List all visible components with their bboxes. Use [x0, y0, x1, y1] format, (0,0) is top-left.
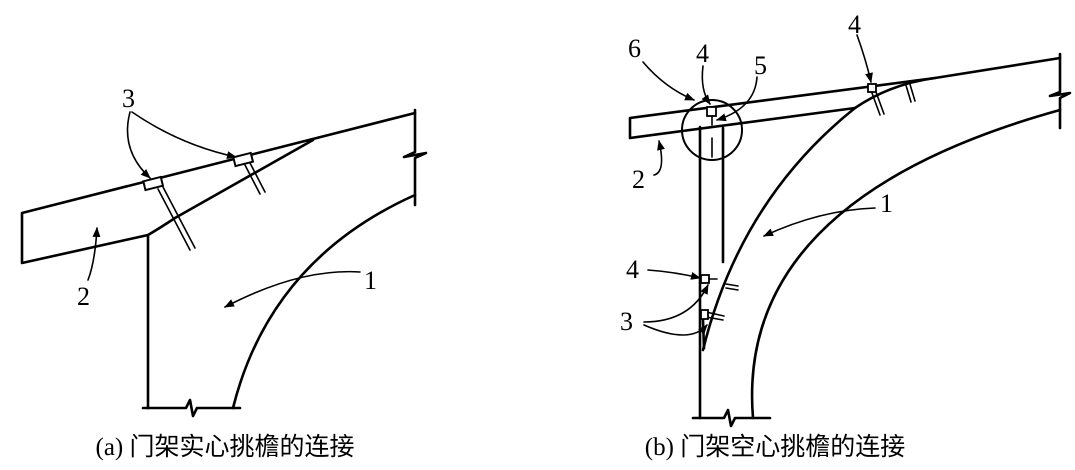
bolt-left	[142, 175, 196, 251]
label-6: 6	[628, 34, 641, 63]
leader-1	[763, 207, 876, 237]
column-base-break	[691, 408, 772, 428]
leader-3a	[643, 284, 709, 323]
leader-4b	[856, 34, 873, 83]
leader-2	[87, 227, 101, 281]
column-base-break	[141, 398, 242, 418]
bolt-right	[232, 151, 266, 195]
label-4-top-left: 4	[696, 39, 709, 68]
label-1: 1	[880, 189, 893, 218]
leader-3b	[131, 111, 237, 160]
label-2: 2	[632, 165, 645, 194]
leader-6	[642, 61, 695, 101]
arch-outer-curve	[701, 56, 1062, 352]
label-4-top-right: 4	[848, 10, 861, 39]
rafter-end-break	[1048, 52, 1072, 130]
label-4-column: 4	[626, 255, 639, 284]
panel-a-drawing	[20, 108, 428, 418]
overhang-hollow	[628, 76, 937, 140]
arch-inner-curve	[750, 108, 1062, 420]
detail-circle	[681, 99, 743, 161]
leader-4a	[701, 65, 711, 105]
plate-top-left	[706, 106, 717, 117]
leader-5	[716, 76, 758, 122]
leader-4c	[647, 269, 701, 280]
leader-2	[653, 140, 665, 176]
haunch-inner-curve	[231, 193, 417, 410]
bolt-top-right	[867, 80, 916, 116]
label-3: 3	[122, 84, 135, 113]
panel-b-drawing	[628, 34, 1072, 428]
rafter-end-break	[402, 108, 428, 207]
caption-b: (b) 门架空心挑檐的连接	[645, 433, 905, 461]
leader-3a	[126, 111, 151, 179]
label-2: 2	[77, 282, 90, 311]
overhang-solid	[20, 111, 417, 265]
leader-3b	[643, 324, 708, 336]
label-5: 5	[754, 51, 767, 80]
label-3: 3	[620, 307, 633, 336]
label-1: 1	[364, 266, 377, 295]
caption-a: (a) 门架实心挑檐的连接	[96, 433, 355, 461]
leader-1	[224, 270, 361, 308]
